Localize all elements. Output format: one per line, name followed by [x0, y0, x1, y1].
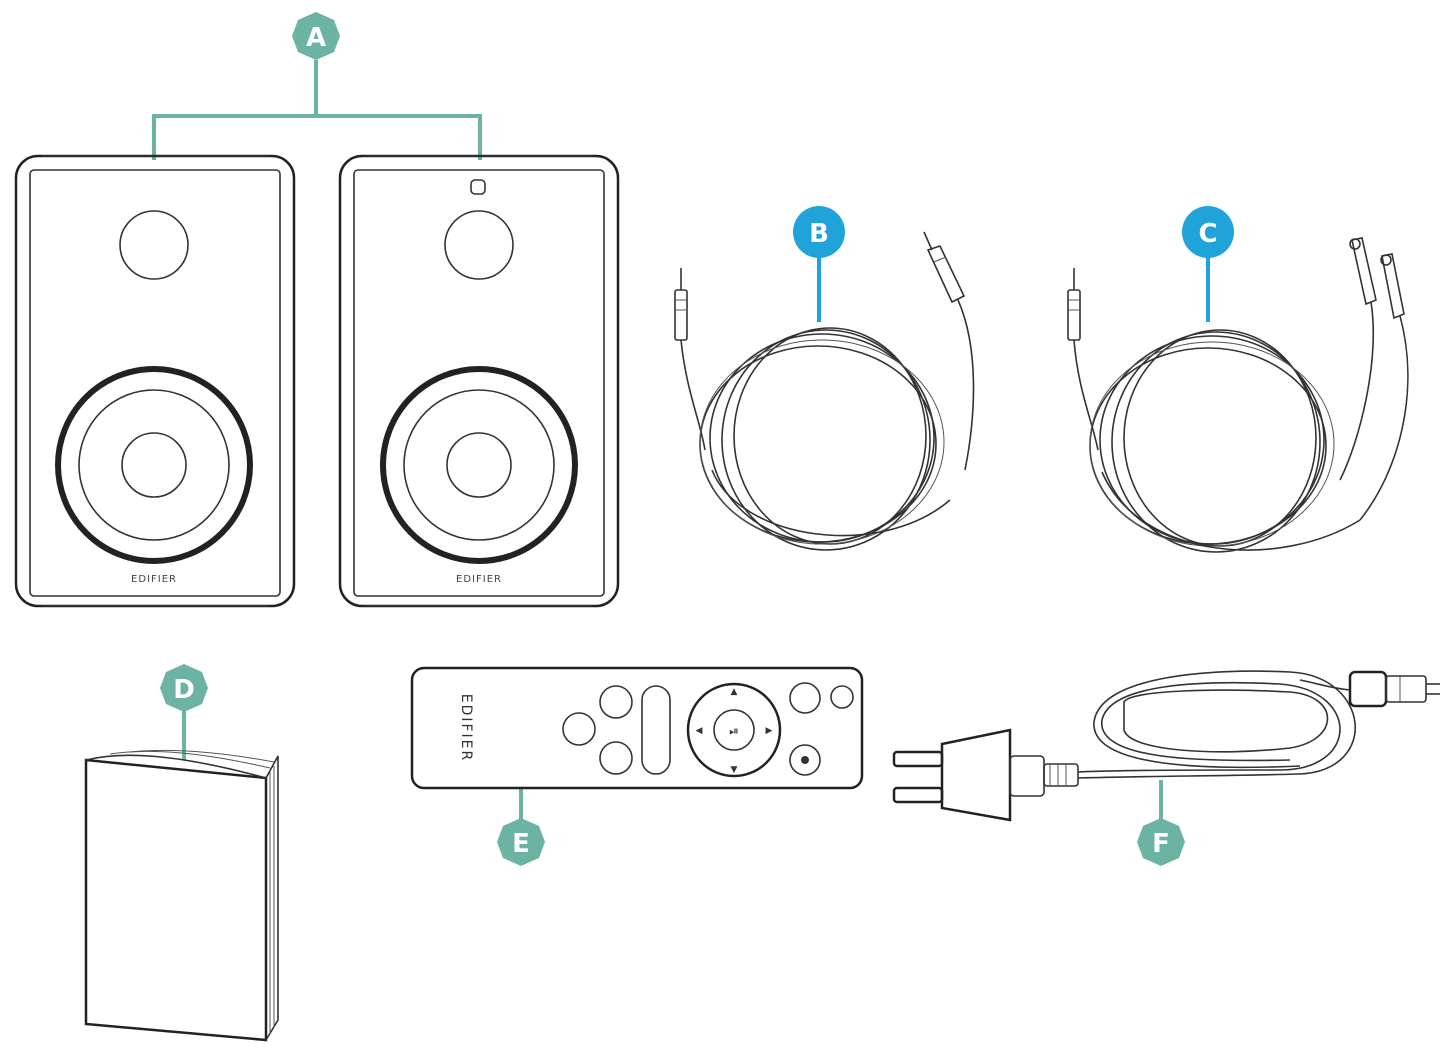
iec-connector [1348, 670, 1440, 708]
label-f-badge: F [1137, 818, 1185, 866]
remote-dpad-icon [686, 682, 782, 778]
speaker-right-brand: EDIFIER [456, 574, 502, 585]
remote-button-bluetooth-icon [789, 682, 821, 714]
label-c-text: C [1198, 219, 1217, 249]
woofer-outer-ring [55, 366, 253, 564]
tweeter [444, 210, 514, 280]
speaker-left: EDIFIER [14, 154, 296, 608]
remote-button-input-icon [562, 712, 596, 746]
speaker-left-brand: EDIFIER [131, 574, 177, 585]
label-d-text: D [173, 675, 195, 705]
label-d-badge: D [160, 664, 208, 712]
svg-text:▶: ▶ [766, 726, 773, 736]
remote-play-pause-icon [713, 709, 755, 751]
cable-coils [699, 327, 951, 551]
label-b-badge: B [793, 206, 845, 258]
item-e-remote-control: EDIFIER ⏯ ▲ ▼ ◀ ▶ E [410, 666, 864, 866]
label-a-text: A [306, 23, 326, 53]
item-f-power-cord: F [892, 670, 1440, 866]
svg-text:⏯: ⏯ [729, 724, 739, 738]
plug-3-5mm [1067, 268, 1099, 451]
label-a-badge: A [292, 12, 340, 60]
remote-button-mute-icon [789, 744, 821, 776]
remote-brand: EDIFIER [458, 694, 474, 763]
ir-sensor-icon [470, 179, 486, 195]
remote-button-mode-icon [641, 685, 671, 775]
label-e-text: E [512, 829, 530, 859]
power-plug [892, 728, 1079, 822]
svg-text:◀: ◀ [696, 726, 703, 736]
item-d-user-manual: D [84, 664, 279, 1042]
cable-coils [1089, 329, 1361, 553]
tweeter [119, 210, 189, 280]
remote-button-vol-up-icon [599, 685, 633, 719]
item-c-rca-cable: C [1067, 206, 1409, 553]
label-b-text: B [809, 219, 829, 249]
label-c-badge: C [1182, 206, 1234, 258]
plug-rca-pair [1339, 237, 1409, 521]
plug-3-5mm-left [674, 268, 706, 451]
svg-text:▲: ▲ [731, 687, 738, 697]
power-cord-loops [1077, 670, 1356, 779]
svg-text:▼: ▼ [731, 765, 738, 775]
label-f-text: F [1152, 829, 1170, 859]
item-b-aux-cable: B [674, 206, 975, 551]
remote-button-vol-down-icon [599, 741, 633, 775]
label-a-bracket [152, 60, 482, 160]
plug-3-5mm-right [923, 231, 975, 471]
remote-button-power-icon [830, 685, 854, 709]
label-e-badge: E [497, 818, 545, 866]
woofer-outer-ring [380, 366, 578, 564]
item-a-speakers: EDIFIER EDIFIER A [14, 12, 620, 608]
speaker-right: EDIFIER [338, 154, 620, 608]
